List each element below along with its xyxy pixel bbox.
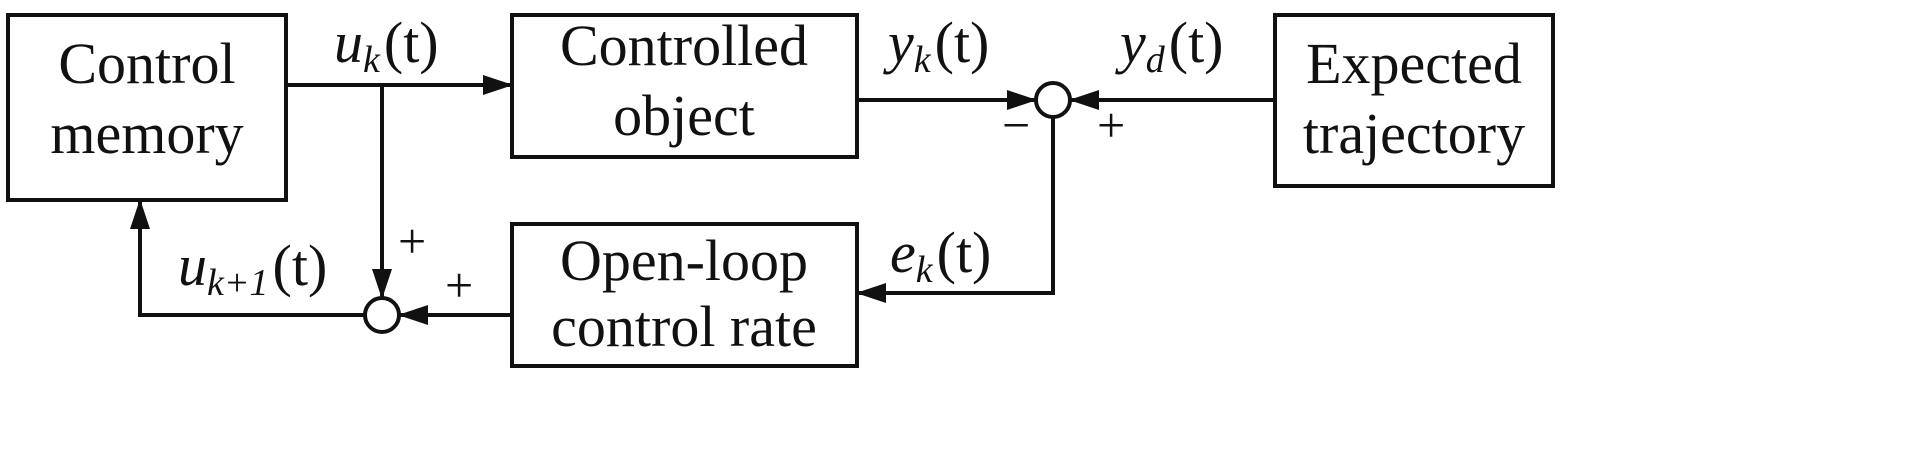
label-ek: ek(t) — [890, 220, 991, 291]
control-memory-block: Control memory — [6, 13, 288, 202]
wire-uk1-to-memory — [130, 199, 365, 317]
controlled-object-line2: object — [613, 83, 755, 148]
top-summing-junction — [1034, 81, 1072, 119]
control-memory-line1: Control — [58, 31, 235, 96]
bottom-summing-junction — [363, 296, 401, 334]
expected-trajectory-line2: trajectory — [1303, 101, 1525, 166]
label-yk: yk(t) — [883, 10, 989, 81]
control-memory-line2: memory — [50, 101, 243, 166]
controlled-object-block: Controlled object — [510, 13, 859, 159]
sign-top-minus: − — [1002, 97, 1030, 153]
sign-bottom-plus-right: + — [445, 257, 473, 313]
open-loop-line2: control rate — [551, 294, 817, 359]
expected-trajectory-block: Expected trajectory — [1273, 13, 1555, 188]
controlled-object-line1: Controlled — [560, 13, 808, 78]
label-uk: uk(t) — [334, 10, 439, 81]
label-uk1: uk+1(t) — [178, 233, 327, 304]
sign-top-plus: + — [1097, 97, 1125, 153]
label-yd: yd(t) — [1115, 10, 1224, 81]
open-loop-control-block: Open-loop control rate — [510, 222, 859, 368]
open-loop-line1: Open-loop — [560, 228, 808, 293]
sign-bottom-plus-top: + — [398, 213, 426, 269]
wire-ek-to-openloop — [856, 117, 1055, 303]
expected-trajectory-line1: Expected — [1306, 31, 1522, 96]
